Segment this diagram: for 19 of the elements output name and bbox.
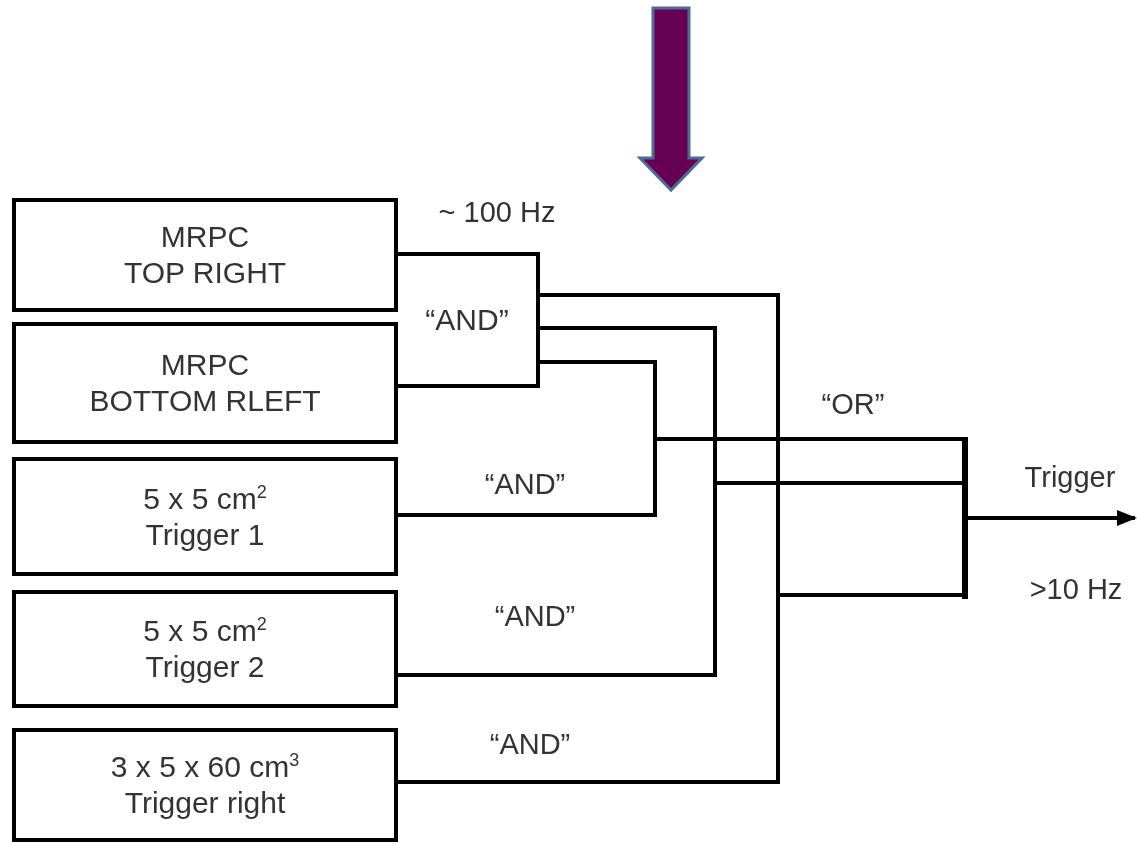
detector-box	[12, 728, 398, 842]
or-gate-bar	[962, 437, 968, 599]
detector-box	[12, 590, 398, 708]
node-text: MRPC	[160, 347, 250, 383]
node-text: BOTTOM RLEFT	[89, 383, 321, 419]
detector-box	[12, 322, 398, 444]
edge-label: Trigger	[1022, 462, 1118, 494]
node-text: TOP RIGHT	[123, 255, 287, 291]
node-text: Trigger right	[124, 785, 286, 821]
node-text: Trigger 2	[145, 649, 265, 685]
output-arrow	[968, 510, 1137, 526]
detector-box	[12, 198, 398, 312]
node-text: 3 x 5 x 60 cm$^{3}$	[110, 749, 300, 785]
detector-box	[12, 457, 398, 576]
node-text: 5 x 5 cm$^{2}$	[143, 613, 267, 649]
node-text: MRPC	[160, 219, 250, 255]
node-text: 5 x 5 cm$^{2}$	[143, 480, 267, 517]
node-text: “AND”	[425, 302, 509, 338]
node-text: Trigger 1	[145, 516, 265, 553]
